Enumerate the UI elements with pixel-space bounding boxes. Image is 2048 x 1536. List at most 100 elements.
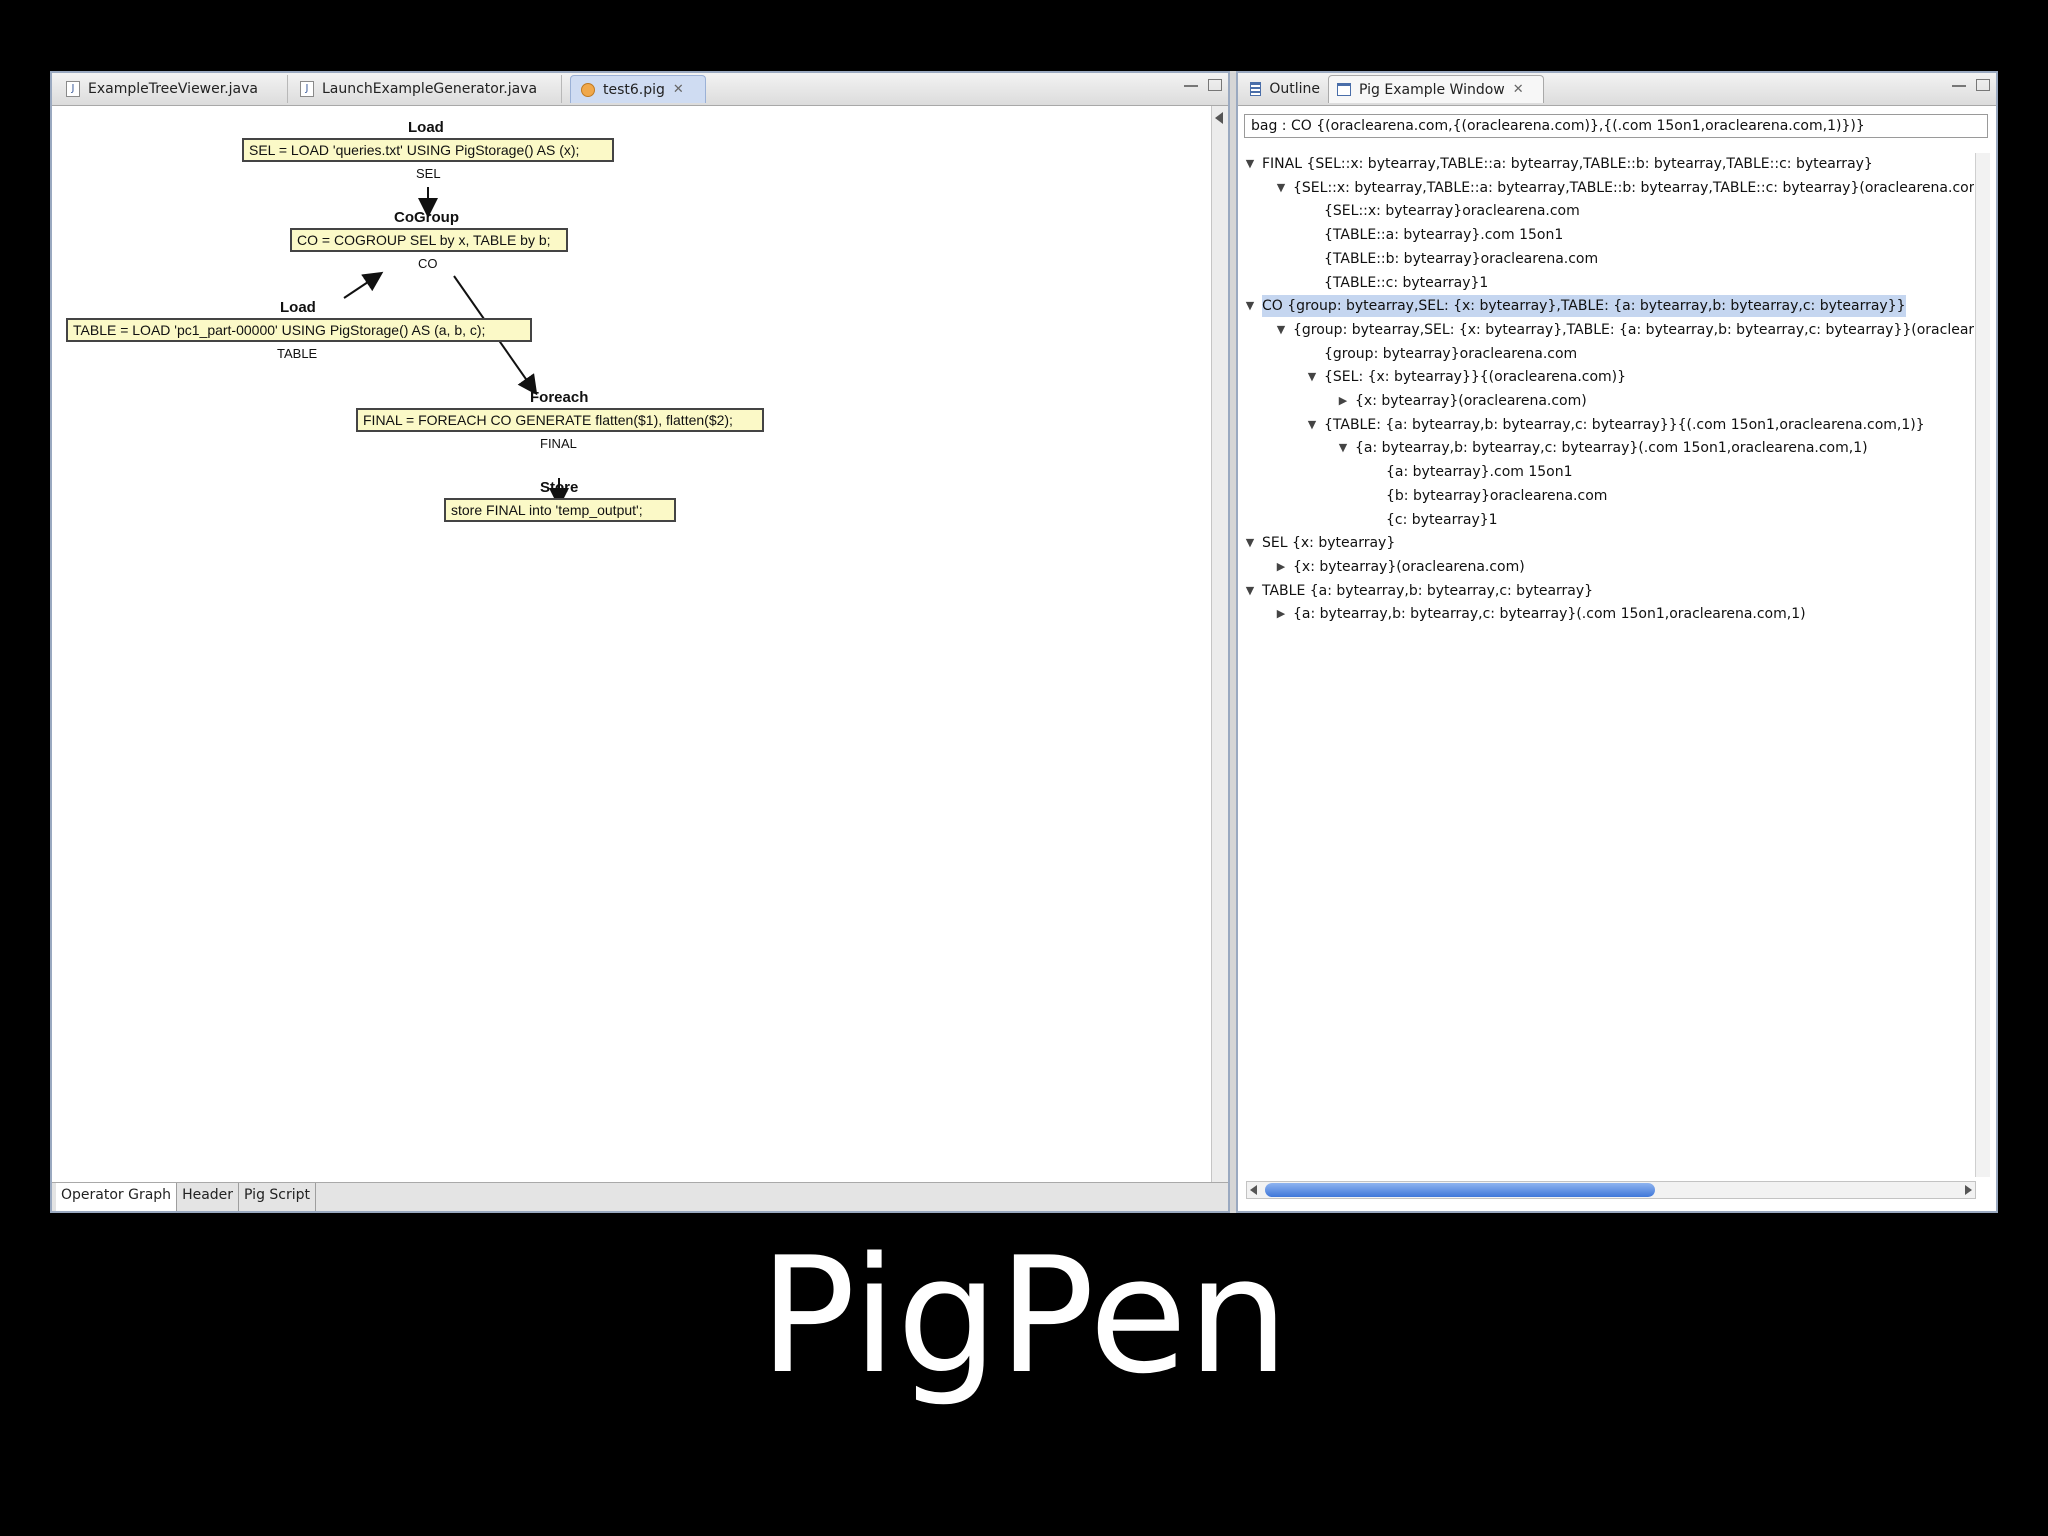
expanded-twisty-icon[interactable]: ▼ bbox=[1338, 441, 1348, 455]
collapsed-twisty-icon[interactable]: ▶ bbox=[1338, 394, 1348, 407]
tree-row-label: SEL {x: bytearray} bbox=[1262, 535, 1396, 552]
tree-row-label: {TABLE::b: bytearray}oraclearena.com bbox=[1324, 250, 1599, 267]
tree-row-label: {group: bytearray}oraclearena.com bbox=[1324, 345, 1578, 362]
editor-tabbar: J ExampleTreeViewer.java J LaunchExample… bbox=[52, 73, 1228, 106]
tree-row-label: {TABLE: {a: bytearray,b: bytearray,c: by… bbox=[1324, 416, 1925, 433]
edge-table-to-cogroup bbox=[343, 271, 384, 299]
tab-operator-graph[interactable]: Operator Graph bbox=[56, 1183, 178, 1211]
scroll-thumb[interactable] bbox=[1265, 1183, 1655, 1197]
expanded-twisty-icon[interactable]: ▼ bbox=[1276, 322, 1286, 336]
node-load-table-title: Load bbox=[280, 299, 316, 316]
node-cogroup-title: CoGroup bbox=[394, 209, 459, 226]
outline-icon bbox=[1250, 82, 1262, 96]
maximize-icon[interactable] bbox=[1976, 79, 1990, 91]
scroll-right-icon[interactable] bbox=[1965, 1185, 1972, 1195]
scroll-left-icon[interactable] bbox=[1250, 1185, 1257, 1195]
node-load-sel-title: Load bbox=[408, 119, 444, 136]
eclipse-window: J ExampleTreeViewer.java J LaunchExample… bbox=[50, 71, 1998, 1213]
tree-row-label: {x: bytearray}(oraclearena.com) bbox=[1293, 558, 1525, 575]
tree-row[interactable]: ▼ {a: bytearray,b: bytearray,c: bytearray… bbox=[1337, 437, 1868, 459]
tab-launchexamplegenerator[interactable]: J LaunchExampleGenerator.java bbox=[290, 75, 562, 103]
expanded-twisty-icon[interactable]: ▼ bbox=[1245, 299, 1255, 313]
tree-row[interactable]: {b: bytearray}oraclearena.com bbox=[1368, 485, 1607, 507]
tree-row-label: {SEL::x: bytearray}oraclearena.com bbox=[1324, 203, 1580, 220]
tree-row[interactable]: ▼ SEL {x: bytearray} bbox=[1244, 532, 1395, 554]
node-cogroup[interactable]: CO = COGROUP SEL by x, TABLE by b; bbox=[290, 228, 568, 252]
tree-row[interactable]: {TABLE::a: bytearray}.com 15on1 bbox=[1306, 224, 1563, 246]
tree-row[interactable]: ▶ {x: bytearray}(oraclearena.com) bbox=[1275, 556, 1525, 578]
node-foreach[interactable]: FINAL = FOREACH CO GENERATE flatten($1),… bbox=[356, 408, 764, 432]
tab-outline[interactable]: Outline bbox=[1242, 75, 1328, 103]
expanded-twisty-icon[interactable]: ▼ bbox=[1307, 417, 1317, 431]
tree-vertical-scrollbar[interactable] bbox=[1975, 153, 1990, 1177]
example-window-pane: Outline Pig Example Window ✕ bag : CO {(… bbox=[1236, 71, 1998, 1213]
tree-row-label: TABLE {a: bytearray,b: bytearray,c: byte… bbox=[1262, 582, 1594, 599]
graph-edges bbox=[343, 187, 569, 508]
tab-header[interactable]: Header bbox=[177, 1183, 240, 1211]
tree-row[interactable]: ▼ {SEL: {x: bytearray}}{(oraclearena.com)… bbox=[1306, 366, 1626, 388]
tab-label: ExampleTreeViewer.java bbox=[88, 81, 258, 97]
tree-row-label: {a: bytearray,b: bytearray,c: bytearray}… bbox=[1355, 440, 1868, 457]
tab-pig-script[interactable]: Pig Script bbox=[239, 1183, 317, 1211]
editor-vertical-scrollbar[interactable] bbox=[1211, 106, 1228, 1183]
expanded-twisty-icon[interactable]: ▼ bbox=[1245, 536, 1255, 550]
tree-row[interactable]: {TABLE::b: bytearray}oraclearena.com bbox=[1306, 248, 1598, 270]
node-load-sel[interactable]: SEL = LOAD 'queries.txt' USING PigStorag… bbox=[242, 138, 614, 162]
node-load-table-alias: TABLE bbox=[277, 346, 318, 361]
expanded-twisty-icon[interactable]: ▼ bbox=[1276, 180, 1286, 194]
tab-pig-example-window[interactable]: Pig Example Window ✕ bbox=[1328, 75, 1544, 103]
example-window-controls bbox=[1952, 79, 1990, 91]
tree-row[interactable]: ▼ {TABLE: {a: bytearray,b: bytearray,c: b… bbox=[1306, 414, 1925, 436]
node-load-table[interactable]: TABLE = LOAD 'pc1_part-00000' USING PigS… bbox=[66, 318, 532, 342]
tree-row-label: {TABLE::a: bytearray}.com 15on1 bbox=[1324, 227, 1564, 244]
tree-row-label: {SEL: {x: bytearray}}{(oraclearena.com)} bbox=[1324, 369, 1627, 386]
node-foreach-title: Foreach bbox=[530, 389, 589, 406]
pig-file-icon bbox=[581, 82, 595, 97]
tree-row[interactable]: {SEL::x: bytearray}oraclearena.com bbox=[1306, 200, 1580, 222]
tree-row-label: CO {group: bytearray,SEL: {x: bytearray}… bbox=[1262, 295, 1906, 318]
tab-test6-pig[interactable]: test6.pig ✕ bbox=[570, 75, 706, 103]
tree-row-label: {SEL::x: bytearray,TABLE::a: bytearray,T… bbox=[1293, 179, 1974, 196]
node-store[interactable]: store FINAL into 'temp_output'; bbox=[444, 498, 676, 522]
editor-window-controls bbox=[1184, 79, 1222, 91]
expanded-twisty-icon[interactable]: ▼ bbox=[1245, 157, 1255, 170]
tree-row[interactable]: ▶{a: bytearray,b: bytearray,c: bytearray… bbox=[1275, 603, 1806, 625]
example-tree: ▼ FINAL {SEL::x: bytearray,TABLE::a: byte… bbox=[1244, 153, 1974, 1177]
java-file-icon: J bbox=[300, 81, 314, 97]
bag-field[interactable]: bag : CO {(oraclearena.com,{(oraclearena… bbox=[1244, 114, 1988, 138]
tree-row[interactable]: ▶ {x: bytearray}(oraclearena.com) bbox=[1337, 390, 1587, 412]
example-tabbar: Outline Pig Example Window ✕ bbox=[1238, 73, 1996, 106]
tree-row[interactable]: ▼{group: bytearray,SEL: {x: bytearray},T… bbox=[1275, 319, 1974, 341]
tree-row-label: {TABLE::c: bytearray}1 bbox=[1324, 274, 1489, 291]
close-icon[interactable]: ✕ bbox=[1512, 82, 1524, 97]
tree-row-label: {x: bytearray}(oraclearena.com) bbox=[1355, 393, 1587, 409]
tree-row[interactable]: ▼ {SEL::x: bytearray,TABLE::a: bytearray,… bbox=[1275, 177, 1974, 199]
slide-caption: PigPen bbox=[759, 1222, 1289, 1409]
minimize-icon[interactable] bbox=[1184, 79, 1198, 87]
minimize-icon[interactable] bbox=[1952, 79, 1966, 87]
tree-row[interactable]: {TABLE::c: bytearray}1 bbox=[1306, 272, 1488, 294]
tree-row[interactable]: {group: bytearray}oraclearena.com bbox=[1306, 343, 1577, 365]
node-store-title: Store bbox=[540, 479, 579, 496]
collapse-arrow-icon[interactable] bbox=[1215, 112, 1223, 124]
tab-exampletreeviewer[interactable]: J ExampleTreeViewer.java bbox=[56, 75, 288, 103]
tree-row[interactable]: ▼ FINAL {SEL::x: bytearray,TABLE::a: byte… bbox=[1244, 153, 1873, 175]
tree-horizontal-scrollbar[interactable] bbox=[1246, 1181, 1976, 1199]
tree-row[interactable]: ▼ CO {group: bytearray,SEL: {x: bytearray… bbox=[1244, 295, 1906, 318]
expanded-twisty-icon[interactable]: ▼ bbox=[1245, 583, 1255, 597]
editor-pane: J ExampleTreeViewer.java J LaunchExample… bbox=[50, 71, 1230, 1213]
tab-label: LaunchExampleGenerator.java bbox=[322, 81, 538, 97]
java-file-icon: J bbox=[66, 81, 80, 97]
tree-row-label: {c: bytearray}1 bbox=[1386, 511, 1498, 528]
maximize-icon[interactable] bbox=[1208, 79, 1222, 91]
close-icon[interactable]: ✕ bbox=[672, 82, 684, 97]
tree-row-label: {b: bytearray}oraclearena.com bbox=[1386, 487, 1608, 504]
tab-label: Outline bbox=[1269, 81, 1320, 97]
collapsed-twisty-icon[interactable]: ▶ bbox=[1276, 607, 1286, 621]
expanded-twisty-icon[interactable]: ▼ bbox=[1307, 370, 1317, 384]
collapsed-twisty-icon[interactable]: ▶ bbox=[1276, 559, 1286, 573]
tree-row[interactable]: {c: bytearray}1 bbox=[1368, 509, 1498, 531]
tree-row[interactable]: ▼ TABLE {a: bytearray,b: bytearray,c: byt… bbox=[1244, 580, 1593, 602]
tree-row-label: FINAL {SEL::x: bytearray,TABLE::a: bytea… bbox=[1262, 156, 1873, 172]
tree-row[interactable]: {a: bytearray}.com 15on1 bbox=[1368, 461, 1573, 483]
